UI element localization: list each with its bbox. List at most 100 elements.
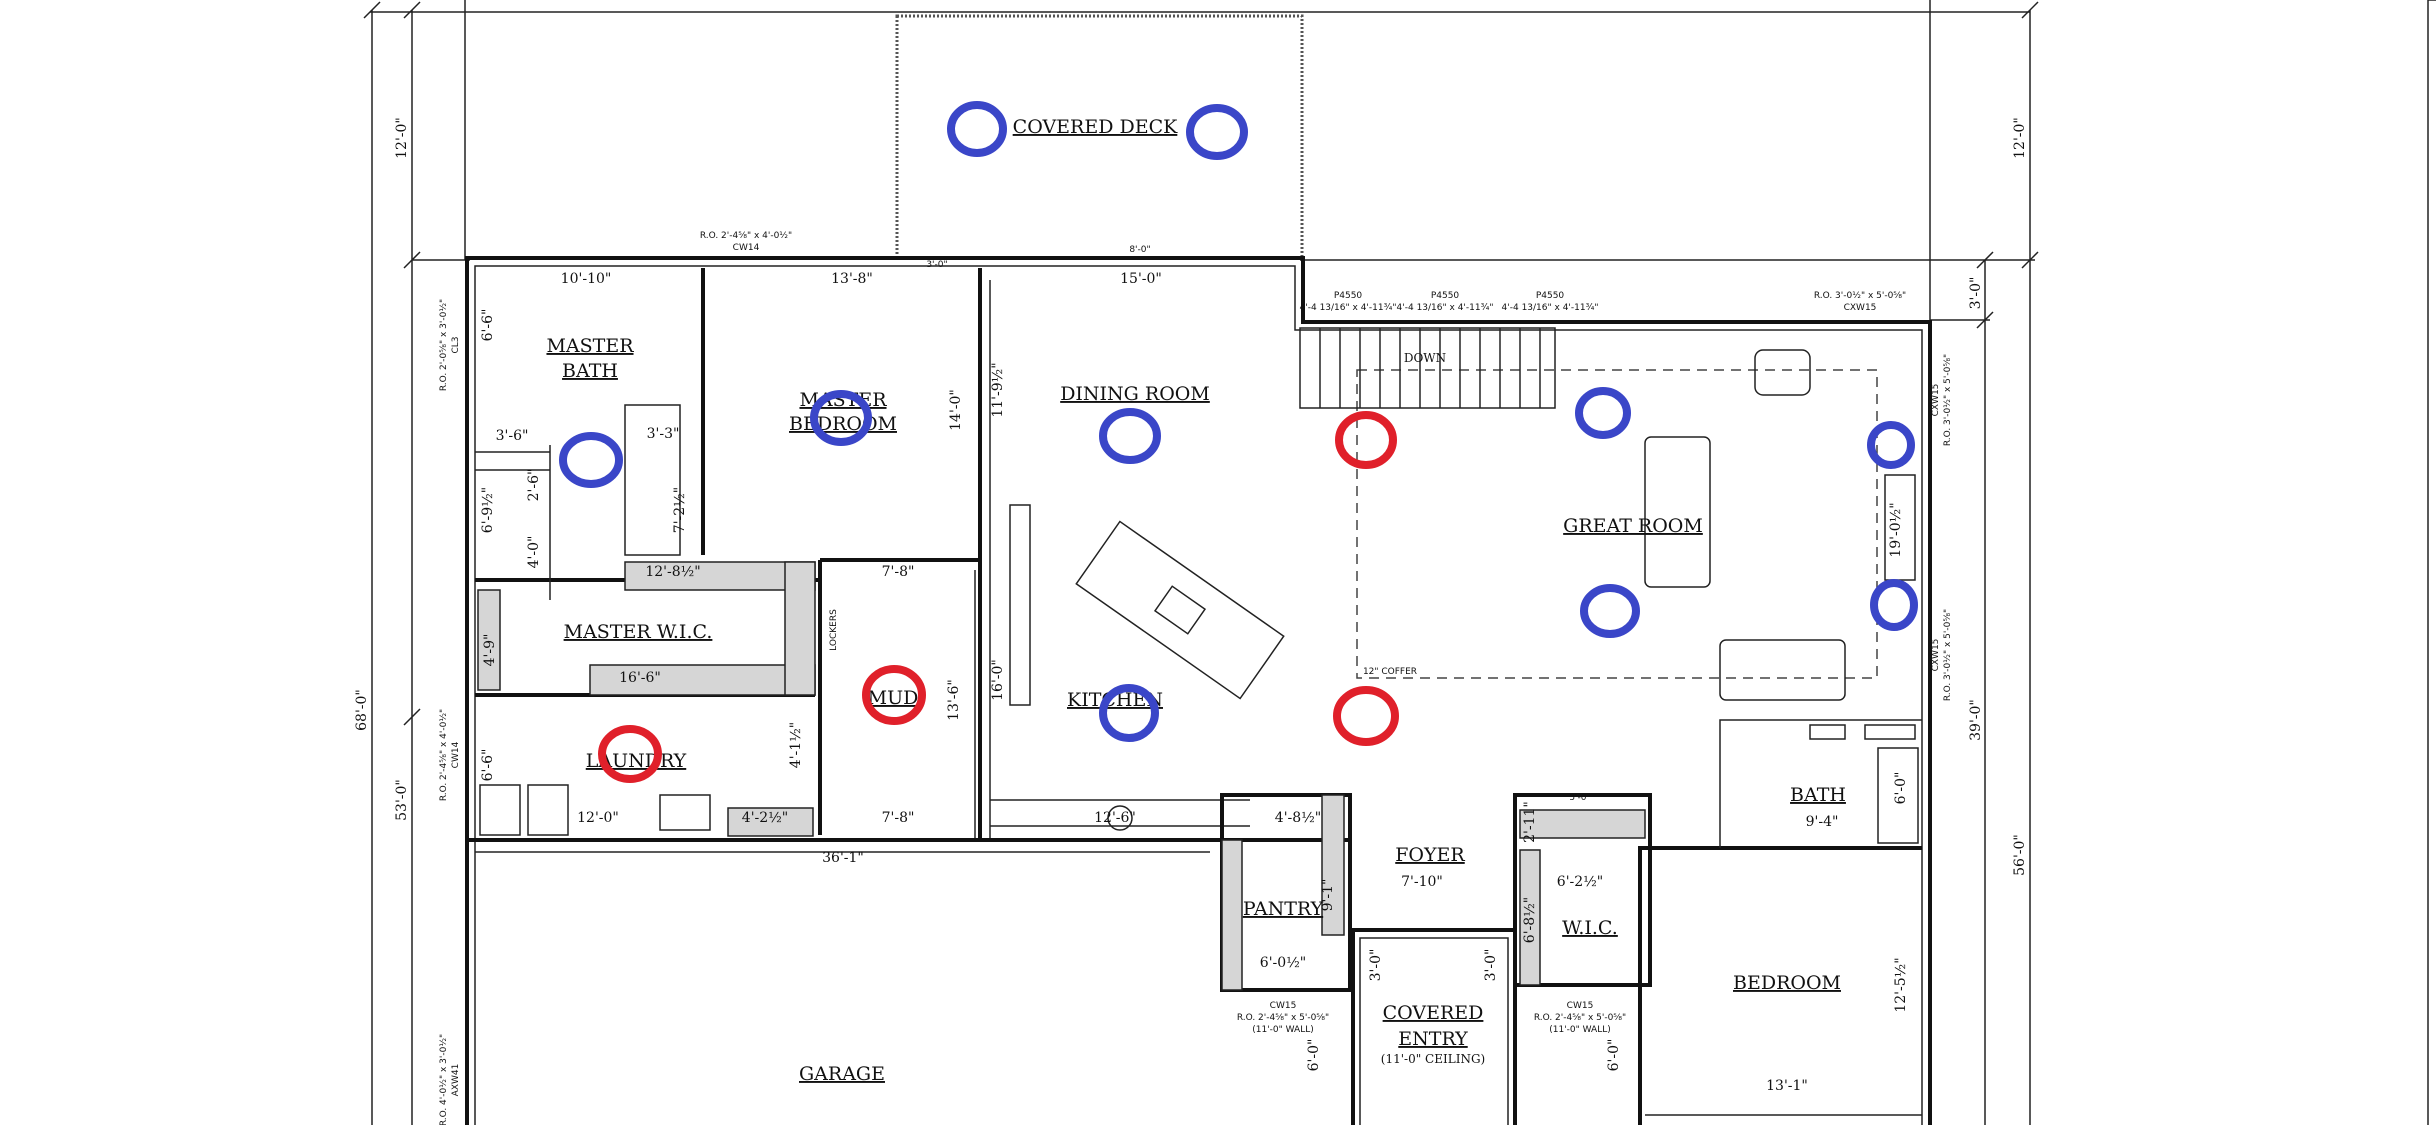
note-right-win-1: R.O. 3'-0½" x 5'-0⅝"	[1943, 354, 1953, 446]
dim-right-3: 3'-0"	[1968, 277, 1984, 310]
dim-14-0: 14'-0"	[948, 389, 964, 431]
dim-10-10: 10'-10"	[561, 271, 612, 287]
dim-right-56: 56'-0"	[2012, 834, 2028, 876]
dim-3-0-door: 3'-0"	[926, 260, 947, 270]
dim-3-0-entry-right: 3'-0"	[1483, 949, 1499, 982]
note-left-win-1b: CL3	[451, 336, 461, 353]
note-left-win-3b: AXW41	[451, 1064, 461, 1097]
dim-4-8: 4'-8½"	[1275, 810, 1321, 826]
dim-7-10: 7'-10"	[1401, 874, 1443, 890]
note-p4550-a-size: 4'-4 13/16" x 4'-11¾"	[1300, 303, 1397, 313]
room-label-master-bedroom-2: BEDROOM	[789, 413, 897, 435]
note-cw14-top-2: CW14	[733, 243, 760, 253]
note-left-win-2b: CW14	[451, 741, 461, 768]
right-dimension-string: 12'-0" 3'-0" 39'-0" 56'-0"	[1300, 1, 2039, 1125]
dim-left-12: 12'-0"	[394, 117, 410, 159]
coffer-note: 12" COFFER	[1363, 667, 1417, 677]
window-notes: R.O. 2'-4⅝" x 4'-0½" CW14 P4550 4'-4 13/…	[439, 231, 1953, 1125]
interior-dimensions: 10'-10" 13'-8" 15'-0" 3'-0" 8'-0" 14'-0"…	[480, 245, 1909, 1094]
marker-deck-right	[1186, 104, 1248, 160]
dim-4-1: 4'-1½"	[788, 722, 804, 768]
marker-mud	[862, 665, 926, 725]
dim-3-6: 3'-6"	[496, 428, 529, 444]
dim-7-2: 7'-2½"	[672, 487, 688, 533]
dim-9-4: 9'-4"	[1806, 814, 1839, 830]
marker-great-room-top	[1575, 387, 1631, 439]
note-cw15-left-c: (11'-0" WALL)	[1252, 1025, 1314, 1035]
room-labels: MASTER BATH MASTER BEDROOM DINING ROOM G…	[546, 335, 1845, 1085]
dim-9-1: 9'-1"	[1320, 879, 1336, 912]
note-cw15-right-b: R.O. 2'-4⅝" x 5'-0⅝"	[1534, 1013, 1626, 1023]
dim-13-6: 13'-6"	[946, 679, 962, 721]
note-cw15-left-b: R.O. 2'-4⅝" x 5'-0⅝"	[1237, 1013, 1329, 1023]
marker-laundry	[598, 725, 662, 783]
dim-6-9: 6'-9½"	[480, 487, 496, 533]
interior-walls: DOWN	[467, 268, 1922, 1125]
dim-right-39: 39'-0"	[1968, 699, 1984, 741]
room-label-wic: W.I.C.	[1562, 917, 1618, 939]
marker-great-room-right-bottom	[1870, 579, 1918, 631]
room-label-master-wic: MASTER W.I.C.	[564, 621, 713, 643]
marker-kitchen	[1099, 684, 1159, 742]
room-label-pantry: PANTRY	[1243, 898, 1324, 920]
note-left-win-1: R.O. 2'-0⅝" x 3'-0½"	[439, 299, 449, 391]
note-right-win-1b: CXW15	[1931, 384, 1941, 417]
room-label-kitchen: KITCHEN	[1067, 689, 1163, 711]
dim-3-0-entry-left: 3'-0"	[1368, 949, 1384, 982]
marker-layer	[559, 101, 1918, 783]
room-label-mud: MUD	[868, 687, 919, 709]
note-cw15-left-a: CW15	[1270, 1001, 1297, 1011]
note-cw15-right-c: (11'-0" WALL)	[1549, 1025, 1611, 1035]
exterior-walls	[465, 256, 1932, 1125]
room-label-bath: BATH	[1790, 784, 1846, 806]
note-right-win-2: R.O. 3'-0½" x 5'-0⅝"	[1943, 609, 1953, 701]
marker-deck-left	[947, 101, 1007, 157]
note-left-win-2: R.O. 2'-4⅝" x 4'-0½"	[439, 709, 449, 801]
kitchen-island	[1075, 520, 1285, 700]
dim-7-8-bottom: 7'-8"	[882, 810, 915, 826]
dim-12-8: 12'-8½"	[645, 564, 700, 580]
marker-stair-landing	[1335, 411, 1397, 469]
room-label-covered-entry-2: ENTRY	[1398, 1028, 1468, 1050]
dim-6-0-bath: 6'-0"	[1893, 772, 1909, 805]
dim-left-53: 53'-0"	[394, 779, 410, 821]
dim-6-0-entry: 6'-0"	[1306, 1039, 1322, 1072]
note-cxw15-top-1: R.O. 3'-0½" x 5'-0⅝"	[1814, 291, 1906, 301]
dim-19-0: 19'-0½"	[1888, 502, 1904, 557]
dim-5-0: 5'-0"	[1569, 793, 1590, 803]
covered-entry-ceiling-note: (11'-0" CEILING)	[1381, 1052, 1485, 1066]
dim-8-0-door: 8'-0"	[1129, 245, 1150, 255]
dim-4-9: 4'-9"	[482, 634, 498, 667]
room-label-covered-entry-1: COVERED	[1383, 1002, 1484, 1024]
note-p4550-a: P4550	[1334, 291, 1363, 301]
marker-great-room-center	[1580, 584, 1640, 638]
note-cw14-top-1: R.O. 2'-4⅝" x 4'-0½"	[700, 231, 792, 241]
dim-2-11: 2'-11"	[1522, 801, 1538, 843]
dim-12-6: 12'-6"	[1094, 810, 1136, 826]
dim-2-6: 2'-6"	[526, 469, 542, 502]
stairs: DOWN	[1299, 327, 1556, 409]
marker-master-bedroom	[810, 390, 872, 446]
room-label-master-bath-1: MASTER	[546, 335, 634, 357]
note-right-win-2b: CXW15	[1931, 639, 1941, 672]
marker-dining-room	[1099, 408, 1161, 464]
room-label-great-room: GREAT ROOM	[1563, 515, 1703, 537]
dim-6-6-top: 6'-6"	[480, 309, 496, 342]
note-p4550-b: P4550	[1431, 291, 1460, 301]
dim-12-0: 12'-0"	[577, 810, 619, 826]
dim-4-0: 4'-0"	[526, 536, 542, 569]
dim-16-0: 16'-0"	[990, 659, 1006, 701]
marker-master-bath	[559, 432, 623, 488]
room-label-garage: GARAGE	[799, 1063, 885, 1085]
dim-6-8: 6'-8½"	[1522, 897, 1538, 943]
dim-4-2: 4'-2½"	[742, 810, 788, 826]
dim-16-6: 16'-6"	[619, 670, 661, 686]
left-dimension-string: 12'-0" 68'-0" 53'-0"	[354, 1, 470, 1125]
dim-13-1: 13'-1"	[1766, 1078, 1808, 1094]
marker-great-room-right-top	[1867, 421, 1915, 469]
dim-right-12: 12'-0"	[2012, 117, 2028, 159]
top-boundary	[370, 0, 2030, 320]
note-p4550-b-size: 4'-4 13/16" x 4'-11¾"	[1397, 303, 1494, 313]
stair-label-down: DOWN	[1404, 351, 1446, 365]
